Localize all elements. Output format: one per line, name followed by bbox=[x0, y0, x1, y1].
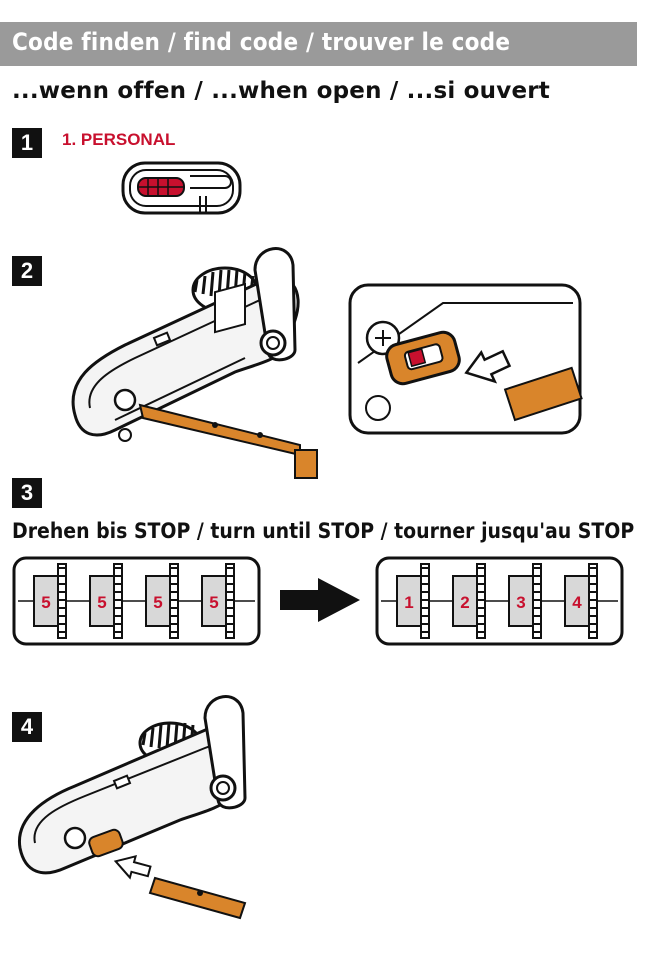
before-dial-digit: 5 bbox=[209, 593, 218, 612]
dials-before-panel: 5 5 5 5 bbox=[12, 556, 261, 646]
lock-with-key-tool-illustration bbox=[71, 247, 318, 479]
personal-switch-illustration bbox=[121, 161, 242, 215]
after-dial-digit: 4 bbox=[572, 593, 582, 612]
step-1-number: 1 bbox=[12, 128, 42, 158]
before-dial-1: 5 bbox=[33, 563, 67, 639]
arrow-right-icon bbox=[280, 578, 360, 622]
before-dial-digit: 5 bbox=[97, 593, 106, 612]
lock-remove-tool-illustration bbox=[18, 695, 247, 920]
before-dial-2: 5 bbox=[89, 563, 123, 639]
step-4-number: 4 bbox=[12, 712, 42, 742]
before-dial-4: 5 bbox=[201, 563, 235, 639]
before-dial-3: 5 bbox=[145, 563, 179, 639]
before-dial-digit: 5 bbox=[41, 593, 50, 612]
step-2-number: 2 bbox=[12, 256, 42, 286]
step-1-label: 1. PERSONAL bbox=[62, 130, 176, 149]
step-3-instruction: Drehen bis STOP / turn until STOP / tour… bbox=[12, 519, 635, 543]
page-title: Code finden / find code / trouver le cod… bbox=[12, 28, 511, 56]
after-dial-digit: 2 bbox=[460, 593, 469, 612]
after-dial-2: 2 bbox=[452, 563, 486, 639]
step-3-number: 3 bbox=[12, 478, 42, 508]
detail-inset-switch bbox=[348, 283, 583, 435]
before-dial-digit: 5 bbox=[153, 593, 162, 612]
after-dial-1: 1 bbox=[396, 563, 430, 639]
after-dial-digit: 3 bbox=[516, 593, 525, 612]
header-bar: Code finden / find code / trouver le cod… bbox=[0, 22, 637, 66]
dials-after-panel: 1 2 3 4 bbox=[375, 556, 624, 646]
after-dial-4: 4 bbox=[564, 563, 598, 639]
after-dial-3: 3 bbox=[508, 563, 542, 639]
page-subtitle: ...wenn offen / ...when open / ...si ouv… bbox=[12, 78, 550, 104]
after-dial-digit: 1 bbox=[404, 593, 413, 612]
